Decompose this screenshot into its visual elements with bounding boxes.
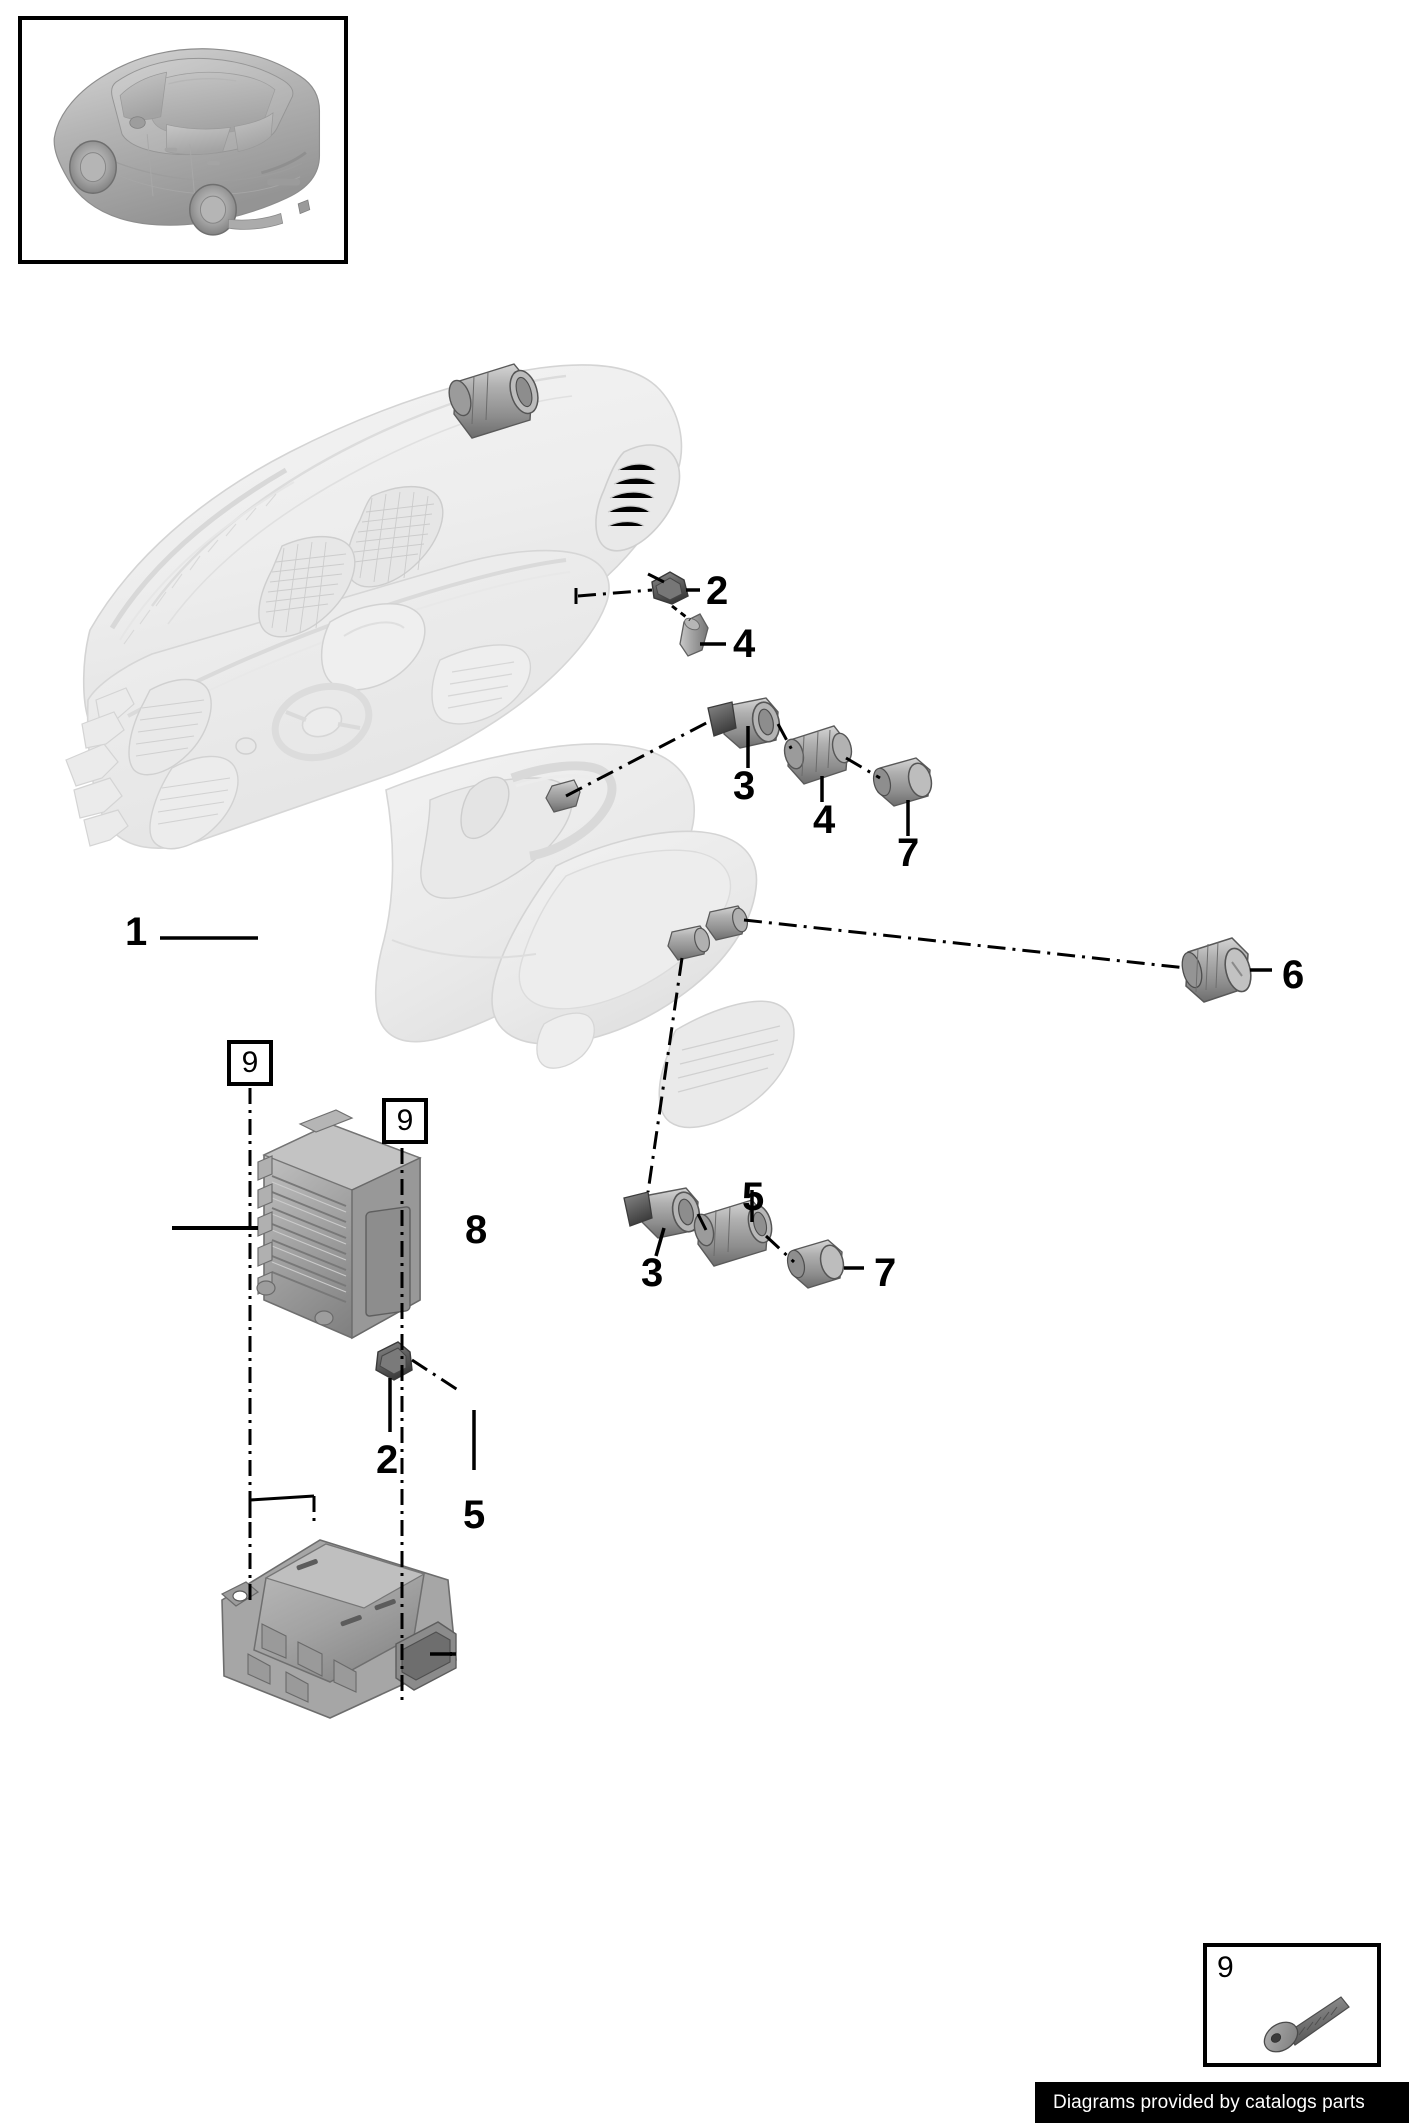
socket-electrical-connector-low [623, 1191, 653, 1227]
part-6-cover-cap [1181, 937, 1252, 1003]
dashboard-defroster-grille [109, 467, 295, 645]
leader-lines-solid [160, 588, 1272, 1656]
console-socket-recess-front [536, 1012, 595, 1069]
car-front-door-seam [146, 134, 154, 197]
legend-number: 9 [1217, 1951, 1234, 1984]
ecu-mounting-tabs [256, 1280, 334, 1326]
part-5-socket-sleeve-bottom [448, 363, 539, 439]
gear-selector-lever [460, 776, 510, 840]
console-mounted-socket-upper [705, 905, 748, 941]
console-mounted-socket-lower [667, 925, 710, 961]
part-2-retaining-clip-top [651, 571, 689, 605]
screw-threads [1298, 2006, 1338, 2036]
car-taillight-bar [260, 151, 307, 175]
callout-3-mid: 3 [733, 764, 756, 808]
part-4-socket-insert-top [679, 613, 709, 657]
boxed-callout-9-right: 9 [382, 1098, 428, 1144]
part-1-control-unit [256, 1109, 422, 1340]
callout-7-mid: 7 [897, 831, 920, 875]
item-9-bracket [248, 1494, 315, 1518]
dashboard-driver-vent [346, 485, 444, 588]
item-2-bracket [574, 572, 665, 604]
callout-5-bottom: 5 [463, 1493, 486, 1537]
dashboard-center-vent [595, 444, 681, 552]
dashboard-left-lower-vents [128, 678, 239, 850]
dashboard-center-stack [431, 644, 532, 725]
car-windshield [119, 71, 168, 121]
car-license-plate [267, 178, 301, 186]
car-tow-hitch [297, 199, 311, 215]
callout-5-low: 5 [742, 1175, 765, 1219]
callout-6: 6 [1282, 953, 1305, 997]
screw-torx-drive [1270, 2033, 1282, 2043]
module-connector [395, 1621, 457, 1691]
car-rear-glass [166, 124, 231, 155]
socket-electrical-connector [707, 701, 737, 737]
part-2-retaining-clip-bottom [375, 1341, 413, 1381]
module-vent-slots [296, 1559, 396, 1627]
car-door-handle-rear [207, 161, 220, 166]
ecu-connector-block [365, 1206, 411, 1317]
callout-2-top: 2 [706, 569, 729, 613]
ecu-top-bracket [298, 1109, 354, 1133]
assembly-axis-lines [411, 588, 1187, 1392]
console-mounted-socket-front [545, 779, 581, 813]
ecu-heat-sink-fins [271, 1175, 347, 1303]
part-7-cover-cap-mid [872, 757, 933, 807]
car-side-mirror [129, 116, 146, 129]
console-rear-face [658, 1000, 795, 1129]
watermark-banner: Diagrams provided by catalogs parts [1035, 2082, 1409, 2123]
car-sunroof-seam [168, 77, 237, 85]
part-8-control-module [220, 1539, 457, 1719]
callout-7-low: 7 [874, 1251, 897, 1295]
car-door-handle-front [164, 147, 178, 152]
ecu-heat-sink-highlights [271, 1181, 347, 1293]
callout-2-bottom: 2 [376, 1438, 399, 1482]
boxed-callout-9-left: 9 [227, 1040, 273, 1086]
module-side-clips [247, 1623, 357, 1703]
module-top-face [264, 1543, 426, 1609]
car-rear-diffuser [228, 213, 284, 230]
watermark-text: Diagrams provided by catalogs parts [1053, 2091, 1365, 2113]
callout-4-top: 4 [733, 622, 756, 666]
callout-8: 8 [465, 1208, 488, 1252]
console-armrest-lid [518, 849, 732, 1010]
vehicle-reference-box [18, 16, 348, 264]
part-4-socket-insert-mid [783, 725, 853, 785]
dashboard-knob [235, 737, 257, 755]
instrument-cluster-rim [343, 621, 405, 637]
console-lower-seam [391, 939, 537, 959]
part-7-cover-cap-low [786, 1239, 845, 1289]
car-tailgate-glass [233, 112, 274, 153]
car-wheel-rear-rim [199, 195, 227, 224]
callout-4-mid: 4 [813, 798, 836, 842]
dashboard-left-bracket [65, 687, 135, 847]
instrument-panel-assembly [65, 364, 683, 850]
console-grab-rail-highlight [515, 774, 597, 788]
legend-box-item-9: 9 [1203, 1943, 1381, 2067]
dashboard-passenger-vent [258, 536, 356, 638]
callout-1: 1 [125, 910, 148, 954]
fixing-screw-icon [1263, 1996, 1350, 2053]
vehicle-illustration [53, 48, 321, 236]
console-rear-vent-grille [677, 1025, 781, 1093]
part-3-socket-housing-mid [707, 697, 781, 749]
callout-3-low: 3 [641, 1251, 664, 1295]
shifter-surround [420, 777, 573, 899]
car-wheel-front-rim [79, 152, 107, 183]
console-grab-rail [510, 761, 617, 861]
steering-wheel [271, 682, 373, 762]
center-console-assembly [374, 743, 795, 1129]
